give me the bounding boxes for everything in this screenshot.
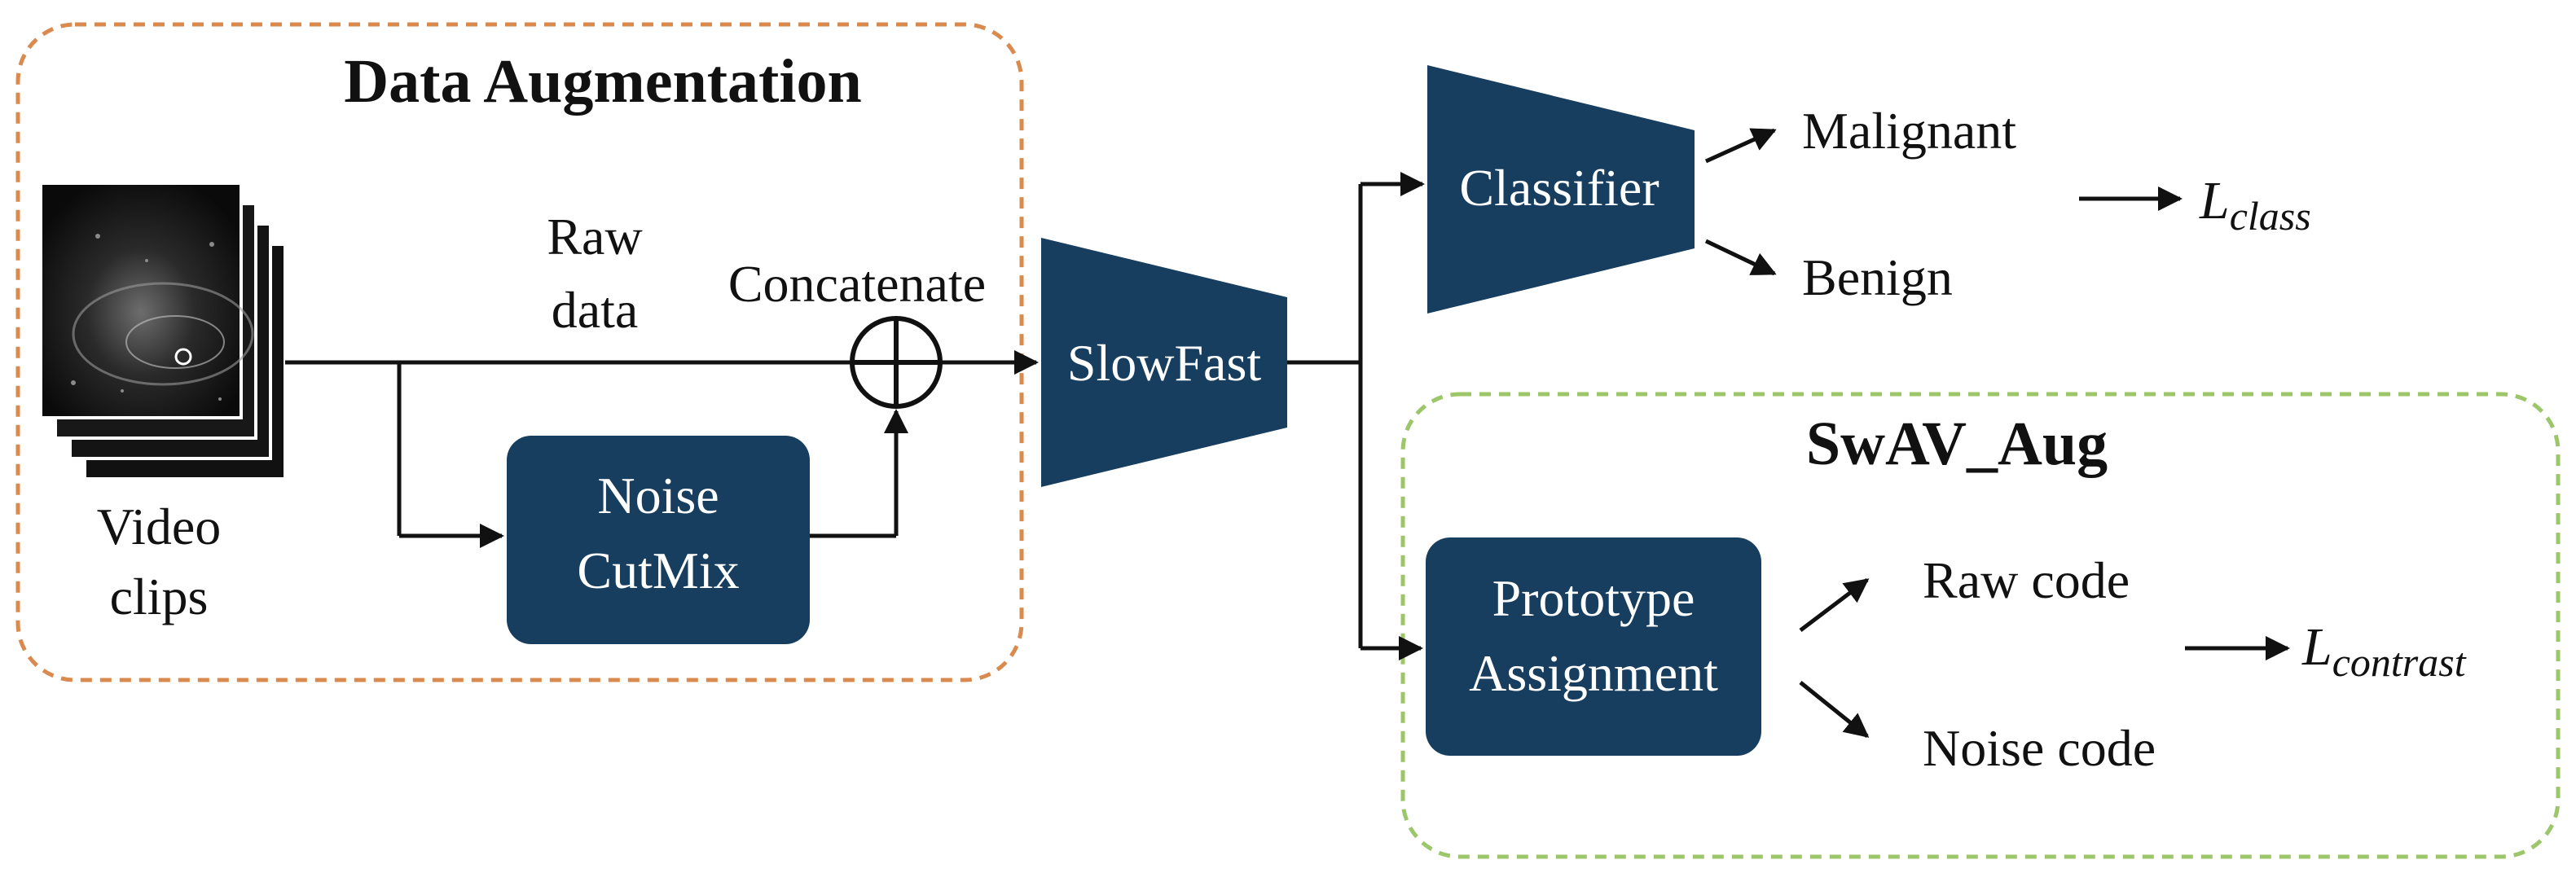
slowfast-node (1041, 238, 1287, 487)
concatenate-operator (850, 316, 943, 409)
malignant-label: Malignant (1802, 102, 2016, 160)
class-loss-label: Lclass (2199, 171, 2311, 239)
to-benign-arrow (1704, 239, 1777, 276)
noise-code-label: Noise code (1923, 719, 2156, 777)
to-raw-code-arrow (1799, 578, 1870, 632)
class-loss-symbol: L (2199, 171, 2230, 230)
swav-title: SwAV_Aug (1806, 410, 2108, 478)
to-malignant-arrow (1704, 128, 1777, 164)
classifier-node (1427, 65, 1695, 314)
contrast-loss-label: Lcontrast (2301, 617, 2467, 685)
noise-cutmix-label-line2: CutMix (577, 542, 739, 599)
raw-data-label-line2: data (552, 281, 639, 339)
video-clips-icon (39, 182, 287, 480)
noise-cutmix-label-line1: Noise (597, 467, 719, 524)
augmentation-group-border (15, 22, 1024, 682)
benign-label: Benign (1802, 248, 1953, 306)
raw-code-label: Raw code (1923, 551, 2130, 609)
class-loss-subscript: class (2230, 193, 2311, 239)
video-clips-label-line1: Video (97, 498, 222, 555)
to-noise-code-arrow (1799, 681, 1870, 738)
classifier-label: Classifier (1459, 159, 1659, 217)
prototype-label-line2: Assignment (1469, 644, 1718, 702)
augmentation-title: Data Augmentation (344, 47, 861, 116)
concatenate-label: Concatenate (728, 255, 986, 313)
video-clips-label-line2: clips (110, 568, 209, 625)
noise-cutmix-node (507, 436, 810, 644)
prototype-label-line1: Prototype (1492, 569, 1695, 627)
raw-data-label-line1: Raw (547, 208, 642, 265)
slowfast-label: SlowFast (1067, 334, 1262, 392)
contrast-loss-subscript: contrast (2332, 639, 2467, 685)
contrast-loss-symbol: L (2301, 617, 2332, 677)
prototype-assignment-node (1426, 537, 1761, 756)
